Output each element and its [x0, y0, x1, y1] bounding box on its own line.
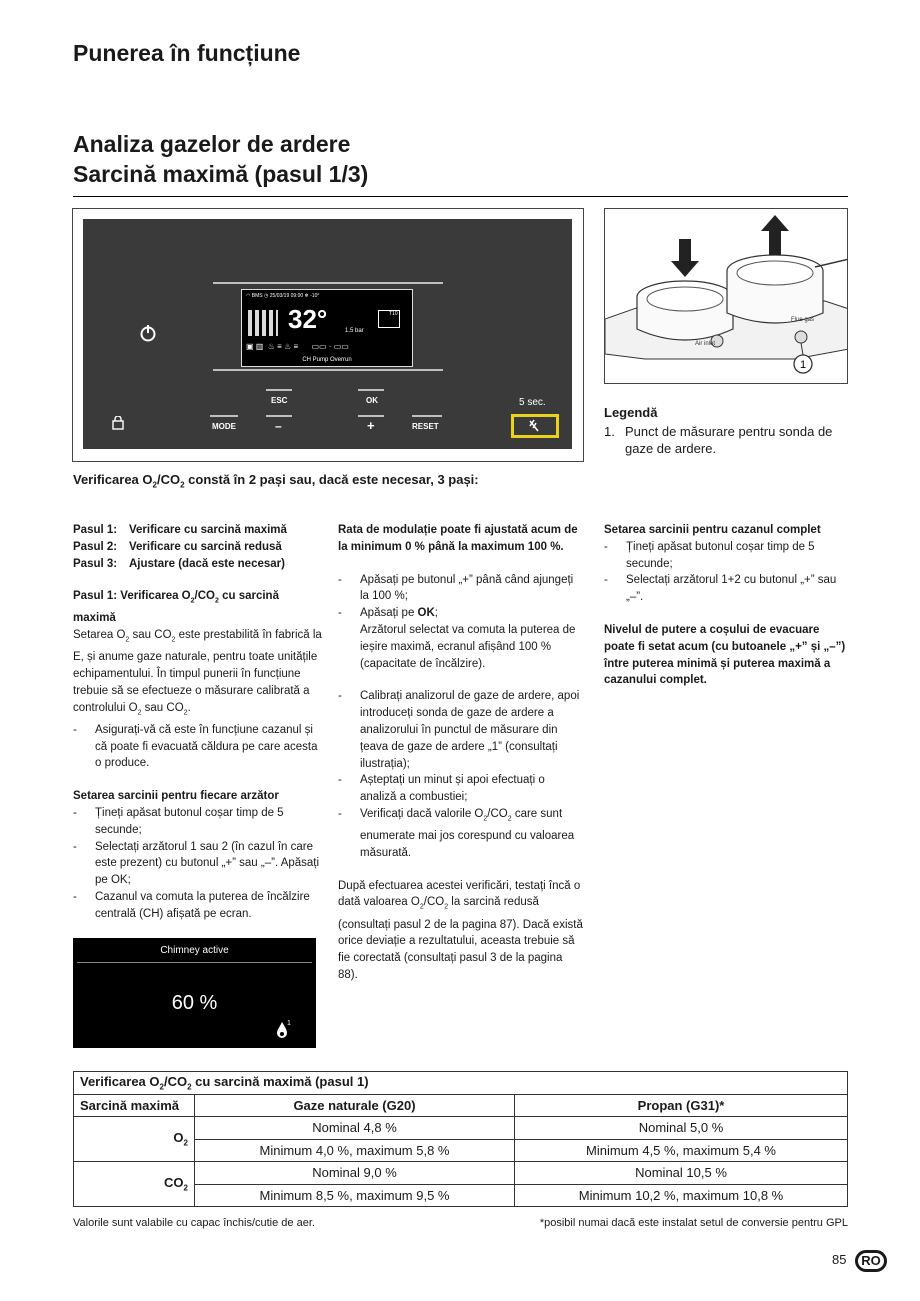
clock-icon: ◷ — [264, 293, 269, 299]
list-item: Așteptați un minut și apoi efectuați o a… — [338, 772, 583, 806]
plus-button[interactable]: + — [367, 418, 375, 433]
power-icon[interactable] — [138, 323, 158, 343]
list-item: Calibrați analizorul de gaze de ardere, … — [338, 688, 583, 772]
list-item: Apăsați pe butonul „+” până când ajungeț… — [338, 572, 583, 606]
callout-1 — [793, 354, 813, 374]
minus-button[interactable]: – — [275, 419, 282, 433]
hold-hint: 5 sec. — [519, 397, 546, 408]
esc-button[interactable]: ESC — [271, 396, 288, 405]
pressure: 1.5 bar — [345, 328, 364, 334]
control-panel-figure — [72, 208, 584, 462]
outdoor-temp: -10° — [310, 293, 320, 299]
ok-button[interactable]: OK — [366, 396, 378, 405]
language-badge: RO — [855, 1250, 887, 1272]
flame-icon — [277, 1022, 287, 1038]
chimney-value: 60 % — [171, 992, 218, 1014]
list-item: Țineți apăsat butonul coșar timp de 5 se… — [604, 539, 848, 573]
footnote-right: *posibil numai dacă este instalat setul … — [539, 1217, 848, 1229]
column-3: Setarea sarcinii pentru cazanul complet … — [604, 522, 848, 689]
complete-boiler-title: Setarea sarcinii pentru cazanul complet — [604, 524, 821, 536]
chimney-button-highlight[interactable] — [511, 414, 559, 438]
reset-button[interactable]: RESET — [412, 422, 439, 431]
column-1: Pasul 1:Verificare cu sarcină maximă Pas… — [73, 522, 323, 923]
modulation-intro: Rata de modulație poate fi ajustată acum… — [338, 524, 578, 553]
snowflake-icon: ❄ — [304, 293, 309, 299]
chimney-sweep-icon — [529, 419, 539, 432]
bms-label: BMS — [251, 293, 263, 299]
level-bars — [248, 310, 278, 336]
step1-title: Pasul 1: Verificarea O2/CO2 cu sarcină m… — [73, 590, 279, 625]
section-title: Analiza gazelor de ardere Sarcină maximă… — [73, 131, 369, 187]
burner-title: Setarea sarcinii pentru fiecare arzător — [73, 790, 279, 803]
column-2: Rata de modulație poate fi ajustată acum… — [338, 522, 583, 984]
mode-button[interactable]: MODE — [212, 422, 236, 431]
list-item: Țineți apăsat butonul coșar timp de 5 se… — [73, 805, 323, 839]
page-number: 85 — [832, 1252, 847, 1267]
wifi-icon: ◠ — [246, 293, 251, 299]
table-header: Gaze naturale (G20) — [194, 1093, 515, 1118]
power-level-note: Nivelul de putere a coșului de evacuare … — [604, 623, 846, 687]
list-item: Selectați arzătorul 1+2 cu butonul „+” s… — [604, 572, 848, 606]
table-title: Verificarea O2/CO2 cu sarcină maximă (pa… — [73, 1071, 848, 1095]
table-header: Propan (G31)* — [514, 1093, 848, 1118]
page-header-title: Punerea în funcțiune — [73, 40, 301, 66]
table-row: O2 Nominal 4,8 % Nominal 5,0 % — [73, 1116, 848, 1163]
chimney-title: Chimney active — [160, 945, 229, 956]
svg-text:Air inlet: Air inlet — [695, 341, 715, 347]
list-item: Asigurați-vă că este în funcțiune cazanu… — [73, 722, 323, 772]
step1-text: Setarea O2 sau CO2 este prestabilită în … — [73, 629, 322, 717]
burner-illustration: Air inlet Flue gas 1 — [604, 208, 848, 384]
lock-icon — [112, 416, 124, 430]
legend-title: Legendă — [604, 405, 658, 420]
table-row: Minimum 8,5 %, maximum 9,5 % Minimum 10,… — [74, 1183, 848, 1208]
datetime: 25/03/19 09:00 — [269, 293, 304, 299]
legend-item: 1. Punct de măsurare pentru sonda de gaz… — [604, 424, 833, 456]
list-item: Selectați arzătorul 1 sau 2 (în cazul în… — [73, 839, 323, 889]
table-header: Sarcină maximă — [73, 1093, 195, 1118]
status-icons: ▣ ▥ ♨ ≡ ♨ ≡ ▭▭ · ▭▭ — [246, 342, 349, 351]
table-row: CO2 Nominal 9,0 % Nominal 10,5 % — [73, 1161, 848, 1208]
outro-text: După efectuarea acestei verificări, test… — [338, 879, 583, 981]
status-message: CH Pump Overrun — [302, 357, 352, 363]
flue-adapter-drawing: Air inlet Flue gas 1 — [605, 215, 847, 374]
divider — [73, 196, 848, 197]
list-item: Cazanul va comuta la puterea de încălzir… — [73, 889, 323, 923]
lcd-display: ◠ BMS ◷ 25/03/19 09:00 ❄ -10° 32° 1.5 ba… — [241, 289, 413, 367]
verification-title: Verificarea O2/CO2 constă în 2 pași sau,… — [73, 472, 479, 490]
chimney-display: Chimney active 60 % 1 — [73, 938, 316, 1048]
control-panel: ◠ BMS ◷ 25/03/19 09:00 ❄ -10° 32° 1.5 ba… — [83, 219, 572, 449]
list-item: Verificați dacă valorile O2/CO2 care sun… — [338, 806, 583, 862]
o2-co2-table: Verificarea O2/CO2 cu sarcină maximă (pa… — [73, 1071, 848, 1208]
list-item: Apăsați pe OK;Arzătorul selectat va comu… — [338, 605, 583, 672]
svg-text:Flue gas: Flue gas — [791, 317, 814, 323]
down-arrow — [679, 239, 691, 263]
up-arrow — [769, 229, 781, 255]
steps-list: Pasul 1:Verificare cu sarcină maximă Pas… — [73, 524, 287, 570]
footnote-left: Valorile sunt valabile cu capac închis/c… — [73, 1217, 315, 1229]
pump-icon: T10 — [378, 310, 400, 328]
svg-text:1: 1 — [800, 359, 806, 371]
temperature: 32° — [288, 304, 328, 334]
table-row: Minimum 4,0 %, maximum 5,8 % Minimum 4,5… — [74, 1138, 848, 1163]
